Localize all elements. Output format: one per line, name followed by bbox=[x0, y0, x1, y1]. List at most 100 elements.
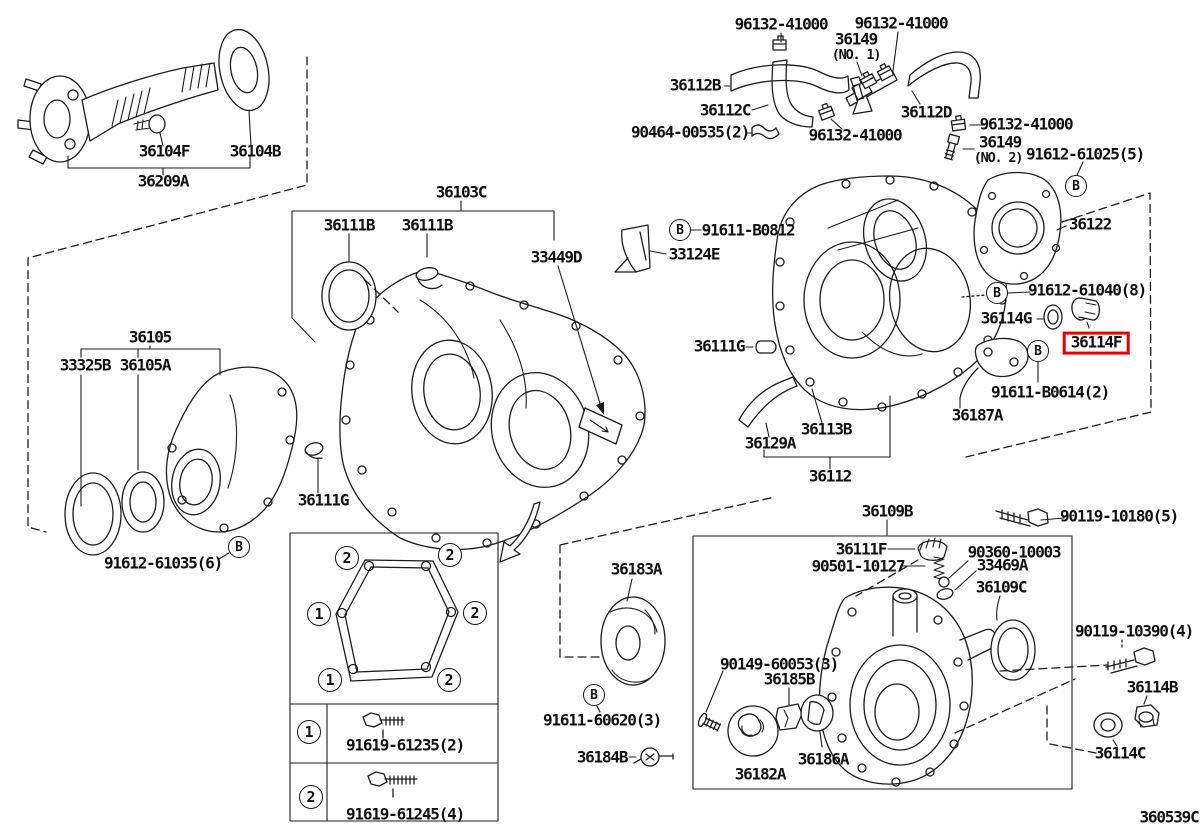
lever-36129A bbox=[738, 376, 798, 428]
bolt-callout-b-4: B bbox=[228, 536, 250, 558]
part-label-36111b-18[interactable]: 36111B bbox=[401, 215, 454, 235]
part-label-36122-22[interactable]: 36122 bbox=[1068, 214, 1112, 234]
part-label-36105-29[interactable]: 36105 bbox=[128, 327, 172, 347]
screw-90149 bbox=[697, 712, 722, 732]
part-label-91612610356-33[interactable]: 91612-61035(6) bbox=[103, 553, 223, 573]
part-label-36186a-53[interactable]: 36186A bbox=[797, 749, 850, 769]
bolt-callout-b-2: B bbox=[669, 219, 691, 241]
part-label-36113b-35[interactable]: 36113B bbox=[800, 419, 853, 439]
transfer-case-36112-drawing bbox=[614, 171, 1101, 428]
section-box bbox=[692, 535, 1073, 790]
part-label-36111b-17[interactable]: 36111B bbox=[323, 215, 376, 235]
fasteners-right-drawing bbox=[995, 508, 1160, 738]
clip-90464 bbox=[751, 124, 780, 140]
part-label-36104f-0[interactable]: 36104F bbox=[138, 141, 191, 161]
part-label-36112c-8[interactable]: 36112C bbox=[699, 100, 752, 120]
part-label-33449d-19[interactable]: 33449D bbox=[530, 247, 583, 267]
legend-table-drawing bbox=[289, 532, 499, 822]
part-label-36149-5[interactable]: 36149 bbox=[834, 29, 878, 49]
part-label-91611606203-38[interactable]: 91611-60620(3) bbox=[542, 710, 662, 730]
bracket-33124E bbox=[621, 224, 651, 273]
leader-lines bbox=[67, 31, 1148, 758]
part-label-90149600533-50[interactable]: 90149-60053(3) bbox=[719, 654, 839, 674]
part-label-9050110127-42[interactable]: 90501-10127 bbox=[811, 556, 906, 576]
plate-33449D bbox=[578, 407, 623, 445]
vacuum-hoses-drawing bbox=[730, 35, 981, 161]
pump-cover-36183A-drawing bbox=[600, 596, 674, 767]
part-label-36112b-7[interactable]: 36112B bbox=[669, 75, 722, 95]
gasket-callout-2-5: 2 bbox=[437, 668, 461, 692]
part-label-91612610255-15[interactable]: 91612-61025(5) bbox=[1025, 144, 1145, 164]
rotor-36182A bbox=[727, 705, 779, 757]
part-label-36185b-51[interactable]: 36185B bbox=[763, 669, 816, 689]
part-label-91611b0812-20[interactable]: 91611-B0812 bbox=[701, 220, 796, 240]
section-boundaries bbox=[27, 56, 1152, 754]
plug-36111G-left bbox=[304, 442, 324, 456]
part-label-36104b-1[interactable]: 36104B bbox=[229, 141, 282, 161]
part-label-91611b06142-27[interactable]: 91611-B0614(2) bbox=[990, 382, 1110, 402]
rear-case-box-drawing bbox=[692, 535, 1073, 790]
part-label-no2-14[interactable]: (NO. 2) bbox=[973, 149, 1024, 166]
part-label-36187a-28[interactable]: 36187A bbox=[951, 405, 1004, 425]
part-label-36149-13[interactable]: 36149 bbox=[978, 132, 1022, 152]
part-label-90464005352-9[interactable]: 90464-00535(2) bbox=[630, 122, 750, 142]
part-label-33124e-21[interactable]: 33124E bbox=[668, 244, 721, 264]
part-label-36111g-26[interactable]: 36111G bbox=[693, 336, 746, 356]
part-label-36112-36[interactable]: 36112 bbox=[808, 466, 852, 486]
gasket-callout-2-3: 2 bbox=[463, 601, 487, 625]
part-label-9613241000-12[interactable]: 96132-41000 bbox=[979, 114, 1074, 134]
part-label-36103c-16[interactable]: 36103C bbox=[435, 182, 488, 202]
part-label-9036010003-43[interactable]: 90360-10003 bbox=[967, 542, 1062, 562]
gasket-position-arrow bbox=[499, 501, 541, 563]
legend-row-1-part-number[interactable]: 91619-61235(2) bbox=[345, 735, 465, 755]
gasket-drawing bbox=[335, 559, 459, 682]
stud-36149-no1 bbox=[849, 76, 865, 101]
gusset-36187A bbox=[974, 337, 1029, 378]
bolt-callout-b-5: B bbox=[583, 684, 605, 706]
part-label-36109c-45[interactable]: 36109C bbox=[975, 577, 1028, 597]
part-label-33469a-44[interactable]: 33469A bbox=[976, 555, 1029, 575]
part-label-36112d-11[interactable]: 36112D bbox=[900, 102, 953, 122]
part-label-33325b-30[interactable]: 33325B bbox=[57, 355, 113, 375]
part-label-36114g-24[interactable]: 36114G bbox=[980, 308, 1033, 328]
part-label-36114f-25[interactable]: 36114F bbox=[1062, 331, 1130, 355]
part-label-36111g-32[interactable]: 36111G bbox=[297, 490, 350, 510]
legend-row-2-index: 2 bbox=[299, 785, 323, 809]
stud-36149-no2 bbox=[943, 133, 961, 161]
extension-housing-36105-drawing bbox=[64, 366, 324, 556]
part-label-36114c-49[interactable]: 36114C bbox=[1094, 743, 1147, 763]
spring-90501 bbox=[933, 556, 945, 581]
legend-bolt-2 bbox=[367, 771, 418, 798]
block-36185B bbox=[775, 703, 803, 731]
part-label-9613241000-3[interactable]: 96132-41000 bbox=[734, 14, 829, 34]
part-label-360539c-54: 360539C bbox=[1139, 807, 1199, 827]
seal-36114G bbox=[1043, 304, 1063, 330]
part-label-91612610408-23[interactable]: 91612-61040(8) bbox=[1027, 280, 1147, 300]
bolt-90119-10390 bbox=[1105, 647, 1156, 674]
part-label-90119103904-47[interactable]: 90119-10390(4) bbox=[1074, 621, 1194, 641]
part-label-36111f-41[interactable]: 36111F bbox=[835, 539, 888, 559]
seal-36111B bbox=[321, 261, 377, 331]
part-label-36109b-40[interactable]: 36109B bbox=[861, 501, 914, 521]
ring-36186A bbox=[800, 694, 834, 732]
ball-90360 bbox=[938, 576, 950, 588]
seal-36105A bbox=[121, 471, 165, 533]
part-label-36184b-39[interactable]: 36184B bbox=[576, 747, 629, 767]
legend-row-2-part-number[interactable]: 91619-61245(4) bbox=[345, 804, 465, 824]
plug-36111B bbox=[415, 267, 439, 281]
part-label-no1-6[interactable]: (NO. 1) bbox=[831, 46, 882, 63]
legend-row-1-index: 1 bbox=[297, 720, 321, 744]
part-label-36182a-52[interactable]: 36182A bbox=[734, 764, 787, 784]
front-case-36103C-drawing bbox=[321, 261, 646, 563]
part-label-36105a-31[interactable]: 36105A bbox=[117, 355, 173, 375]
part-label-36209a-2[interactable]: 36209A bbox=[137, 171, 190, 191]
part-label-9613241000-10[interactable]: 96132-41000 bbox=[808, 125, 903, 145]
part-label-36129a-34[interactable]: 36129A bbox=[744, 433, 797, 453]
part-label-36183a-37[interactable]: 36183A bbox=[610, 559, 663, 579]
part-label-36114b-48[interactable]: 36114B bbox=[1126, 677, 1179, 697]
part-label-90119101805-46[interactable]: 90119-10180(5) bbox=[1059, 506, 1179, 526]
seat-33469A bbox=[936, 588, 954, 600]
legend-bolt-1 bbox=[362, 712, 405, 739]
part-label-9613241000-4[interactable]: 96132-41000 bbox=[854, 13, 949, 33]
